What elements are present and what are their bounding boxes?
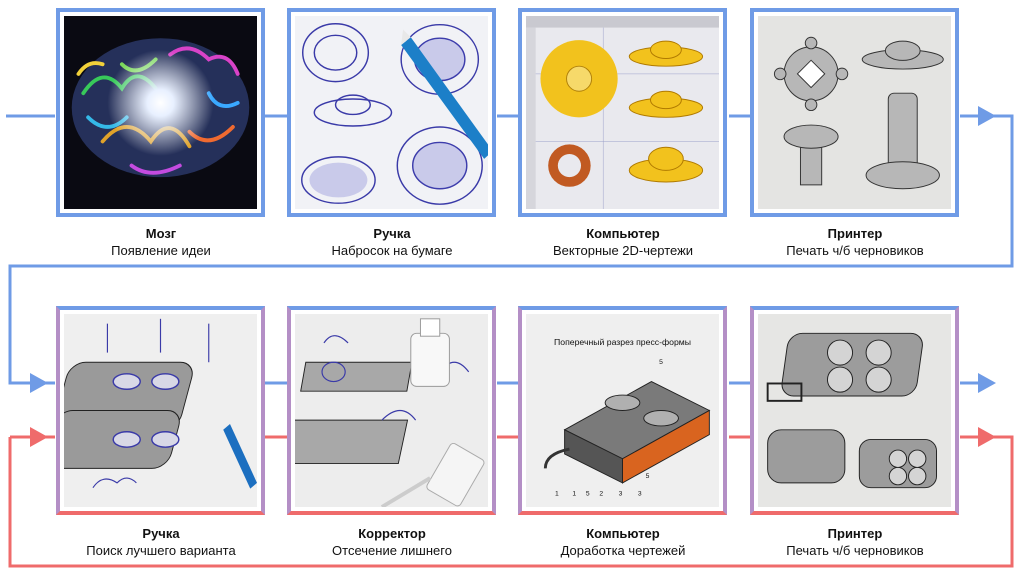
callout-label: 1 — [572, 490, 576, 497]
step-title: Принтер — [827, 526, 883, 541]
arrowhead-blue-left — [30, 373, 48, 393]
press-mold-cross-section: Поперечный разрез пресс-формы 1 1 5 2 3 … — [526, 314, 719, 507]
step-caption: Компьютер Векторные 2D-чертежи — [507, 225, 739, 259]
step-caption: Принтер Печать ч/б черновиков — [739, 225, 971, 259]
step-frame-computer-refine: Поперечный разрез пресс-формы 1 1 5 2 3 … — [518, 306, 727, 515]
arrowhead-red-right — [978, 427, 996, 447]
step-caption: Ручка Набросок на бумаге — [276, 225, 508, 259]
step-subtitle: Печать ч/б черновиков — [786, 243, 924, 258]
step-frame-printer — [750, 8, 959, 217]
step-frame-pen-sketch — [287, 8, 496, 217]
printed-drafts — [758, 16, 951, 209]
brain-illustration — [64, 16, 257, 209]
step-subtitle: Поиск лучшего варианта — [86, 543, 236, 558]
corrector-on-printout — [295, 314, 488, 507]
step-subtitle: Отсечение лишнего — [332, 543, 452, 558]
figure-section-title: Поперечный разрез пресс-формы — [554, 337, 691, 347]
callout-label: 3 — [638, 490, 642, 497]
step-caption: Ручка Поиск лучшего варианта — [45, 525, 277, 559]
callout-label: 2 — [599, 490, 603, 497]
step-subtitle: Появление идеи — [111, 243, 211, 258]
step-caption: Мозг Появление идеи — [45, 225, 277, 259]
step-frame-brain — [56, 8, 265, 217]
step-frame-printer-2 — [750, 306, 959, 515]
pen-icon — [401, 29, 488, 159]
arrowhead-blue-right — [978, 373, 996, 393]
step-caption: Корректор Отсечение лишнего — [276, 525, 508, 559]
corrector-bottle-icon — [410, 318, 450, 387]
callout-label: 5 — [586, 490, 590, 497]
step-frame-computer-vector — [518, 8, 727, 217]
brush-cap-icon — [380, 442, 485, 507]
pen-sketch-photo — [295, 16, 488, 209]
step-subtitle: Печать ч/б черновиков — [786, 543, 924, 558]
callout-label: 3 — [619, 490, 623, 497]
step-title: Ручка — [373, 226, 411, 241]
step-title: Компьютер — [586, 226, 660, 241]
callout-label: 1 — [555, 490, 559, 497]
step-subtitle: Набросок на бумаге — [331, 243, 453, 258]
blue-flow-line — [6, 114, 1014, 385]
callout-label: 5 — [646, 473, 650, 480]
step-title: Ручка — [142, 526, 180, 541]
arrowhead-blue-top — [978, 106, 996, 126]
step-title: Мозг — [145, 226, 177, 241]
vector-drawing-screen — [526, 16, 719, 209]
callout-label: 5 — [659, 359, 663, 366]
sketch-on-printout — [64, 314, 257, 507]
step-title: Компьютер — [586, 526, 660, 541]
step-caption: Принтер Печать ч/б черновиков — [739, 525, 971, 559]
step-title: Принтер — [827, 226, 883, 241]
step-frame-corrector — [287, 306, 496, 515]
step-title: Корректор — [358, 526, 426, 541]
step-frame-pen-variant — [56, 306, 265, 515]
step-subtitle: Векторные 2D-чертежи — [552, 243, 694, 258]
printed-mold-drafts — [758, 314, 951, 507]
arrowhead-red-left — [30, 427, 48, 447]
step-subtitle: Доработка чертежей — [560, 543, 686, 558]
step-caption: Компьютер Доработка чертежей — [507, 525, 739, 559]
